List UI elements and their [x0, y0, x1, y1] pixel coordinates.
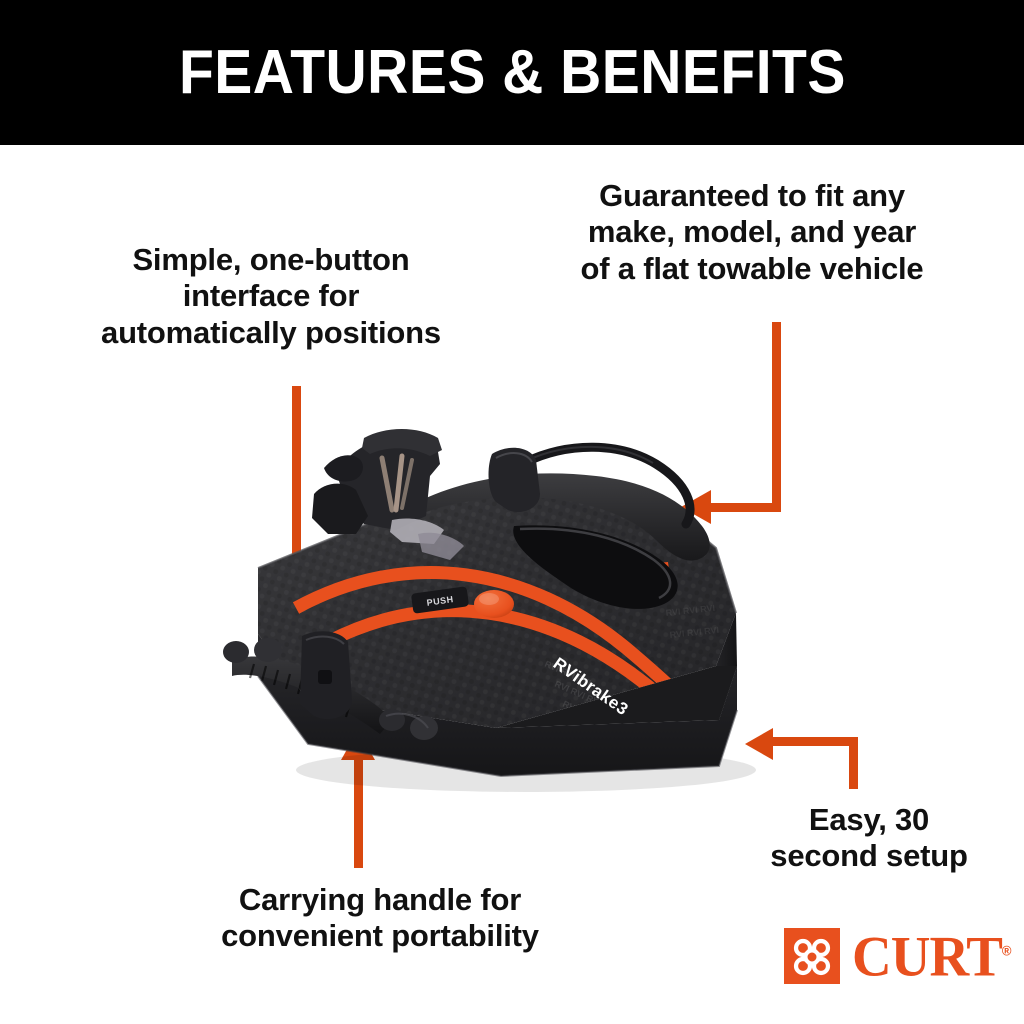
arrow-stem-horizontal — [700, 503, 781, 512]
registered-trademark-symbol: ® — [1001, 942, 1012, 959]
front-latch — [300, 631, 352, 720]
curt-wordmark-text: CURT — [852, 924, 1003, 988]
callout-text-simple-one-button: Simple, one-button interface for automat… — [101, 242, 441, 350]
header-band: FEATURES & BENEFITS — [0, 0, 1024, 145]
handle-hinge-right — [379, 709, 405, 731]
arrow-stem-vertical — [292, 386, 301, 608]
callout-text-easy-setup: Easy, 30 second setup — [770, 802, 968, 874]
page-title: FEATURES & BENEFITS — [178, 37, 846, 107]
callout-text-carrying-handle: Carrying handle for convenient portabili… — [221, 882, 539, 954]
product-grab-cavity — [513, 525, 678, 609]
product-stripe-lower — [320, 604, 736, 728]
button-label-plate — [411, 586, 469, 614]
curt-emblem-icon — [784, 928, 840, 984]
product-top-arm — [402, 473, 710, 561]
arrow-stem-vertical — [849, 745, 858, 789]
arrow-stem-vertical — [772, 322, 781, 512]
control-button — [474, 590, 514, 618]
handle-hinge-left — [223, 641, 249, 663]
pedal-clamp-assembly — [312, 429, 464, 560]
curt-logo: CURT® — [784, 925, 1012, 987]
product-front-face — [258, 634, 737, 776]
arrow-head-left-icon — [745, 728, 773, 760]
curt-wordmark: CURT® — [852, 927, 1012, 984]
callout-text-guaranteed-fit: Guaranteed to fit any make, model, and y… — [580, 178, 924, 286]
control-button-group: PUSH — [411, 586, 514, 618]
cable-boot — [488, 447, 540, 513]
product-image-rvibrake3: RVI RVI RVI RVI RVI RVI RVI RVI RVI RVI … — [196, 398, 856, 818]
clamp-hook — [324, 455, 363, 482]
arrow-stem-horizontal — [771, 737, 858, 746]
button-label-text: PUSH — [426, 594, 454, 608]
arrow-stem-vertical — [354, 756, 363, 868]
